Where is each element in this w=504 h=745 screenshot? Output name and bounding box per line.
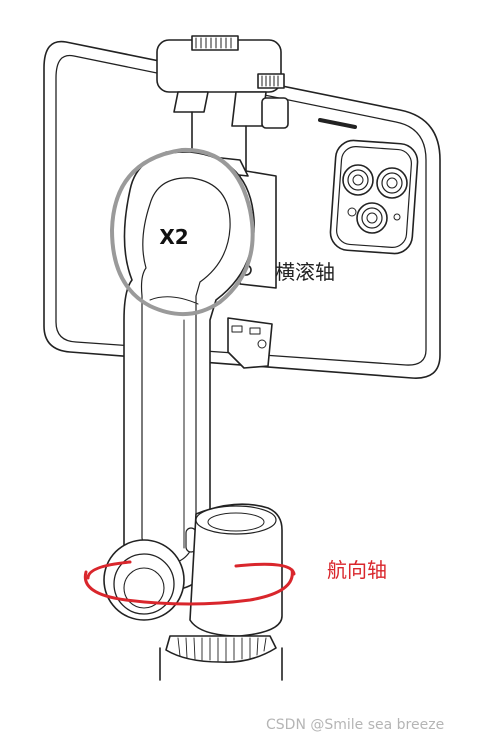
roll-axis-label: 横滚轴 xyxy=(275,260,335,284)
lower-clamp xyxy=(227,317,273,369)
gimbal-arm xyxy=(123,151,255,591)
device-brand-text: X2 xyxy=(159,225,188,249)
yaw-knob xyxy=(103,539,185,621)
watermark: CSDN @Smile sea breeze xyxy=(266,717,445,733)
phone-clamp xyxy=(156,35,289,173)
smartphone xyxy=(43,40,441,379)
phone-camera-module xyxy=(329,139,419,255)
roll-axis-highlight xyxy=(110,147,255,317)
yaw-axis-highlight xyxy=(83,568,294,606)
yaw-axis-label: 航向轴 xyxy=(327,558,387,582)
